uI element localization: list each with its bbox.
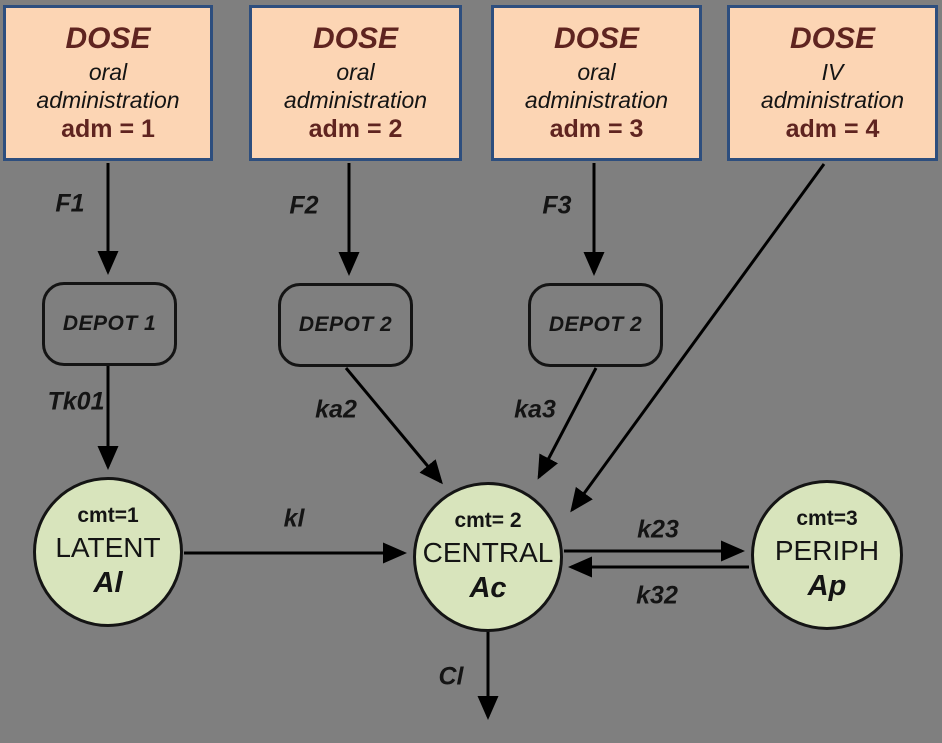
dose3-route: oral: [577, 59, 616, 85]
dose4-mode: administration: [760, 87, 905, 114]
label-tk01: Tk01: [47, 387, 105, 416]
central-amount: Ac: [469, 571, 507, 604]
dose2-mode: administration: [283, 87, 428, 114]
dose4-route: IV: [821, 59, 844, 85]
central-name: CENTRAL: [422, 536, 554, 568]
latent-name: LATENT: [55, 531, 161, 563]
depot1-label: DEPOT 1: [62, 312, 157, 335]
compartment-central: cmt= 2 CENTRAL Ac: [413, 482, 563, 632]
arrow-ka3: [537, 367, 598, 480]
dose-box-adm1: DOSE oral administration adm = 1: [3, 5, 213, 161]
depot-box-1: DEPOT 1: [42, 282, 177, 366]
dose-box-adm2: DOSE oral administration adm = 2: [249, 5, 462, 161]
dose1-adm: adm = 1: [61, 115, 155, 144]
depot-box-3: DEPOT 2: [528, 283, 663, 367]
dose3-title: DOSE: [553, 22, 640, 56]
depot2-label: DEPOT 2: [298, 313, 393, 336]
label-f3: F3: [542, 191, 572, 220]
dose2-route: oral: [336, 59, 375, 85]
dose1-route: oral: [88, 59, 128, 85]
dose-box-adm3: DOSE oral administration adm = 3: [491, 5, 702, 161]
label-cl: Cl: [438, 662, 464, 691]
depot3-label: DEPOT 2: [548, 313, 643, 336]
label-k32: k32: [636, 581, 678, 610]
compartment-periph: cmt=3 PERIPH Ap: [751, 480, 903, 630]
dose3-adm: adm = 3: [549, 115, 644, 144]
latent-amount: Al: [93, 566, 123, 599]
arrow-ka2: [344, 367, 443, 485]
latent-cmt: cmt=1: [77, 504, 139, 528]
label-kl: kl: [283, 504, 305, 533]
dose1-title: DOSE: [65, 22, 151, 56]
dose4-adm: adm = 4: [785, 115, 880, 144]
periph-amount: Ap: [807, 569, 847, 602]
dose-box-adm4: DOSE IV administration adm = 4: [727, 5, 938, 161]
periph-cmt: cmt=3: [796, 507, 858, 531]
dose3-mode: administration: [524, 87, 669, 114]
periph-name: PERIPH: [774, 534, 880, 566]
label-ka3: ka3: [514, 395, 556, 424]
central-cmt: cmt= 2: [454, 509, 522, 533]
depot-box-2: DEPOT 2: [278, 283, 413, 367]
dose2-title: DOSE: [312, 22, 399, 56]
label-ka2: ka2: [315, 395, 357, 424]
label-f2: F2: [289, 191, 319, 220]
label-k23: k23: [637, 515, 679, 544]
dose4-title: DOSE: [789, 22, 876, 56]
dose2-adm: adm = 2: [308, 115, 403, 144]
arrow-iv: [570, 163, 826, 513]
label-f1: F1: [55, 189, 85, 218]
compartment-latent: cmt=1 LATENT Al: [33, 477, 183, 627]
dose1-mode: administration: [36, 87, 180, 114]
